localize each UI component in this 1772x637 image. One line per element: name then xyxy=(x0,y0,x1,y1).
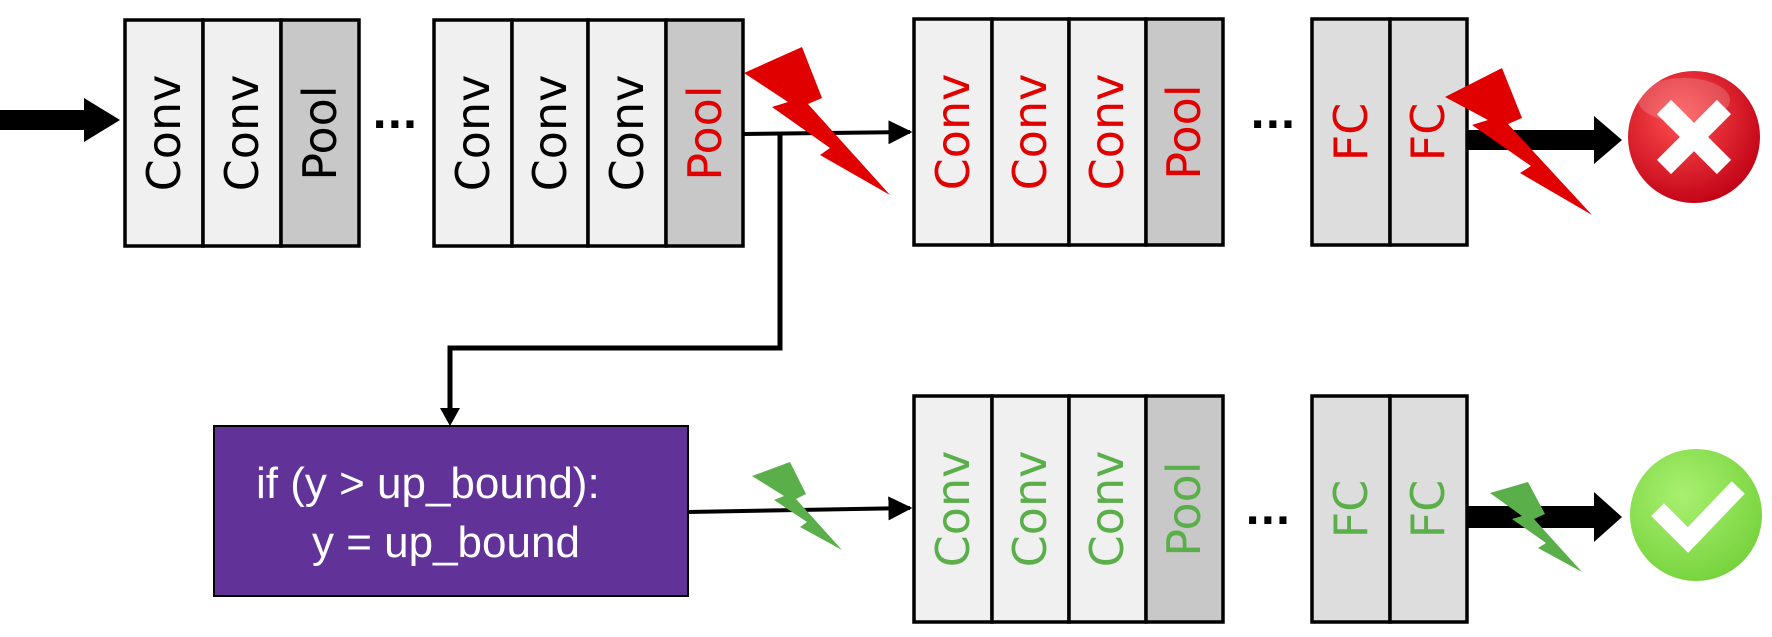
top-g3-label-1: Conv xyxy=(926,74,980,191)
top-g3-label-2: Conv xyxy=(1003,74,1057,191)
top-g2-label-4: Pool xyxy=(678,85,732,180)
top-g1-layer-2 xyxy=(201,18,283,248)
top-g1-label-2: Conv xyxy=(215,75,269,192)
top-g2-layer-3 xyxy=(586,18,668,248)
top-ellipsis-2: ... xyxy=(1250,92,1296,138)
defended-lightning-icon xyxy=(752,462,842,550)
branch-arrowhead xyxy=(440,408,460,426)
top-g1-label-1: Conv xyxy=(137,75,191,192)
top-ellipsis-1: ... xyxy=(372,92,418,138)
check-success-icon xyxy=(1630,449,1762,581)
bottom-g1-layer-4 xyxy=(1144,394,1225,624)
top-g2-layer-4 xyxy=(664,18,745,248)
top-g3-label-4: Pool xyxy=(1157,84,1211,179)
top-g1-layer-3 xyxy=(279,18,361,248)
top-g2-label-1: Conv xyxy=(446,75,500,192)
top-g4-layer-2 xyxy=(1388,17,1469,247)
top-g1-label-3: Pool xyxy=(293,85,347,180)
bottom-g1-label-3: Conv xyxy=(1080,451,1134,568)
clip-code-line-2: y = up_bound xyxy=(312,518,580,567)
bottom-output-arrowhead xyxy=(1594,492,1622,542)
top-layer-group-3: Conv Conv Conv Pool xyxy=(912,17,1225,247)
top-layer-group-4: FC FC xyxy=(1310,17,1469,247)
clip-bound-box: if (y > up_bound): y = up_bound xyxy=(213,425,689,597)
top-g3-label-3: Conv xyxy=(1080,74,1134,191)
top-g4-layer-1 xyxy=(1310,17,1392,247)
attack-lightning-icon xyxy=(744,47,890,195)
x-fail-icon xyxy=(1628,71,1760,203)
top-g4-label-1: FC xyxy=(1324,103,1378,162)
bottom-layer-group-2: FC FC xyxy=(1310,394,1469,624)
bottom-g2-layer-2 xyxy=(1388,394,1469,624)
bottom-g2-label-2: FC xyxy=(1401,480,1455,539)
top-layer-group-1: Conv Conv Pool xyxy=(123,18,361,248)
top-g2-label-2: Conv xyxy=(523,75,577,192)
top-layer-group-2: Conv Conv Conv Pool xyxy=(432,18,745,248)
defended-lightning-icon-2 xyxy=(1490,482,1582,572)
input-arrow xyxy=(0,98,120,142)
bottom-g1-label-1: Conv xyxy=(926,451,980,568)
top-g1-layer-1 xyxy=(123,18,205,248)
top-g3-layer-4 xyxy=(1144,17,1225,247)
bottom-g1-layer-3 xyxy=(1067,394,1148,624)
bottom-g1-label-4: Pool xyxy=(1157,461,1211,556)
bottom-g2-label-1: FC xyxy=(1324,480,1378,539)
top-g2-layer-2 xyxy=(510,18,590,248)
bottom-ellipsis: ... xyxy=(1245,488,1291,534)
clip-code-line-1: if (y > up_bound): xyxy=(256,459,600,508)
top-g3-layer-1 xyxy=(912,17,994,247)
top-g2-label-3: Conv xyxy=(600,75,654,192)
top-g3-layer-3 xyxy=(1067,17,1148,247)
bottom-g2-layer-1 xyxy=(1310,394,1392,624)
bottom-g1-layer-1 xyxy=(912,394,994,624)
bottom-g1-label-2: Conv xyxy=(1003,451,1057,568)
branch-connector xyxy=(447,134,783,418)
bottom-layer-group-1: Conv Conv Conv Pool xyxy=(912,394,1225,624)
top-output-arrowhead xyxy=(1594,116,1622,164)
top-g4-label-2: FC xyxy=(1401,103,1455,162)
top-g3-layer-2 xyxy=(990,17,1071,247)
attack-lightning-icon-2 xyxy=(1445,68,1592,215)
